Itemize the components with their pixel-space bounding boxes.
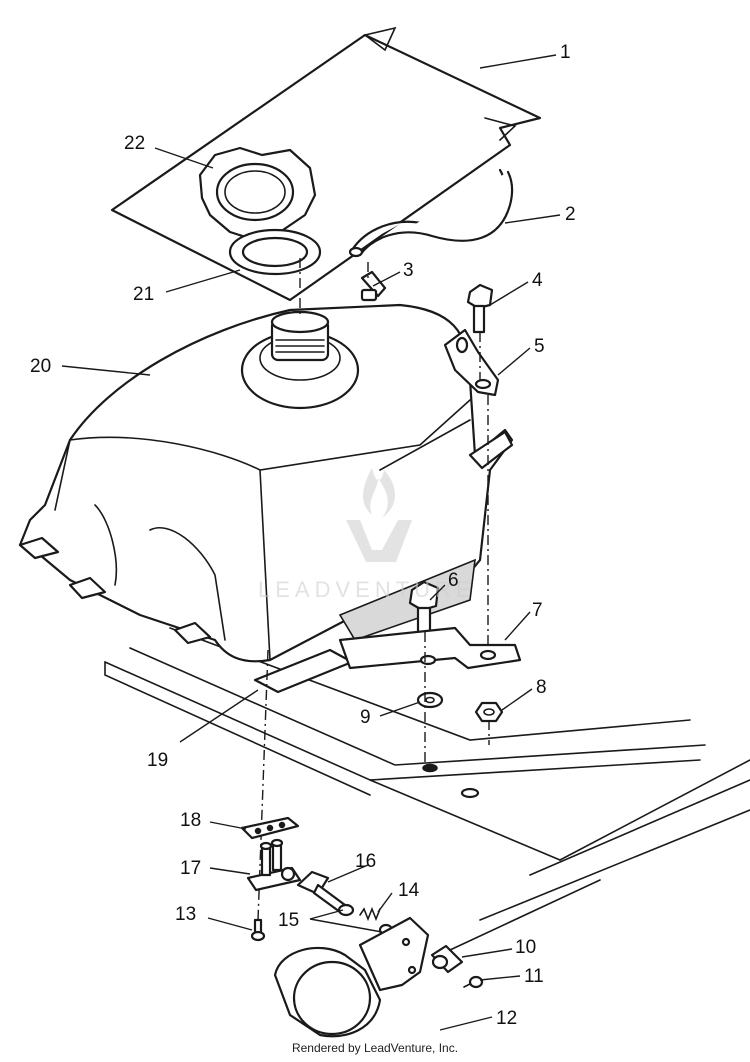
valve-knob xyxy=(430,944,464,974)
lever-bracket xyxy=(358,916,430,992)
callout-22: 22 xyxy=(124,133,145,154)
callout-14: 14 xyxy=(398,880,420,901)
callout-9: 9 xyxy=(360,707,371,728)
callout-11: 11 xyxy=(524,966,544,987)
callout-15: 15 xyxy=(278,910,299,931)
callout-17: 17 xyxy=(180,858,201,879)
hub xyxy=(273,946,382,1038)
footer-credit: Rendered by LeadVenture, Inc. xyxy=(291,1041,459,1055)
callout-3: 3 xyxy=(403,260,414,281)
bolt-4 xyxy=(466,283,494,334)
assembly-lines xyxy=(257,258,490,921)
frame xyxy=(104,627,750,951)
gas-cap xyxy=(198,146,317,242)
leadventure-watermark: LEADVENTURE xyxy=(258,468,476,602)
callout-4: 4 xyxy=(532,270,543,291)
screw-11 xyxy=(463,975,484,989)
callout-2: 2 xyxy=(565,204,576,225)
callout-21: 21 xyxy=(133,284,154,305)
callout-20: 20 xyxy=(30,356,51,377)
bolt-6 xyxy=(408,580,440,634)
callout-8: 8 xyxy=(536,677,547,698)
fuel-hose xyxy=(348,168,514,258)
valve-plate xyxy=(240,816,300,840)
fuel-valve xyxy=(246,838,302,892)
watermark-text: LEADVENTURE xyxy=(258,577,476,602)
callout-13: 13 xyxy=(175,904,196,925)
callout-12: 12 xyxy=(496,1008,517,1029)
callout-19: 19 xyxy=(147,750,168,771)
bracket-5 xyxy=(443,328,500,397)
frame-hole xyxy=(460,787,480,799)
cap-gasket xyxy=(228,228,322,276)
callout-6: 6 xyxy=(448,570,459,591)
cover-plate xyxy=(110,26,542,302)
valve-shaft xyxy=(296,870,355,917)
frame-mount-hole xyxy=(422,763,438,773)
callout-16: 16 xyxy=(355,851,376,872)
callout-1: 1 xyxy=(560,42,571,63)
fuel-tank xyxy=(18,303,514,663)
washer-9 xyxy=(416,691,444,709)
nut-8 xyxy=(474,701,504,723)
callout-5: 5 xyxy=(534,336,545,357)
callout-7: 7 xyxy=(532,600,543,621)
screw-13 xyxy=(250,918,266,942)
callout-10: 10 xyxy=(515,937,536,958)
callout-18: 18 xyxy=(180,810,201,831)
callouts: 1 2 3 4 5 6 7 8 9 10 11 12 13 14 15 16 1… xyxy=(30,42,576,1029)
leader-lines xyxy=(61,54,561,1031)
